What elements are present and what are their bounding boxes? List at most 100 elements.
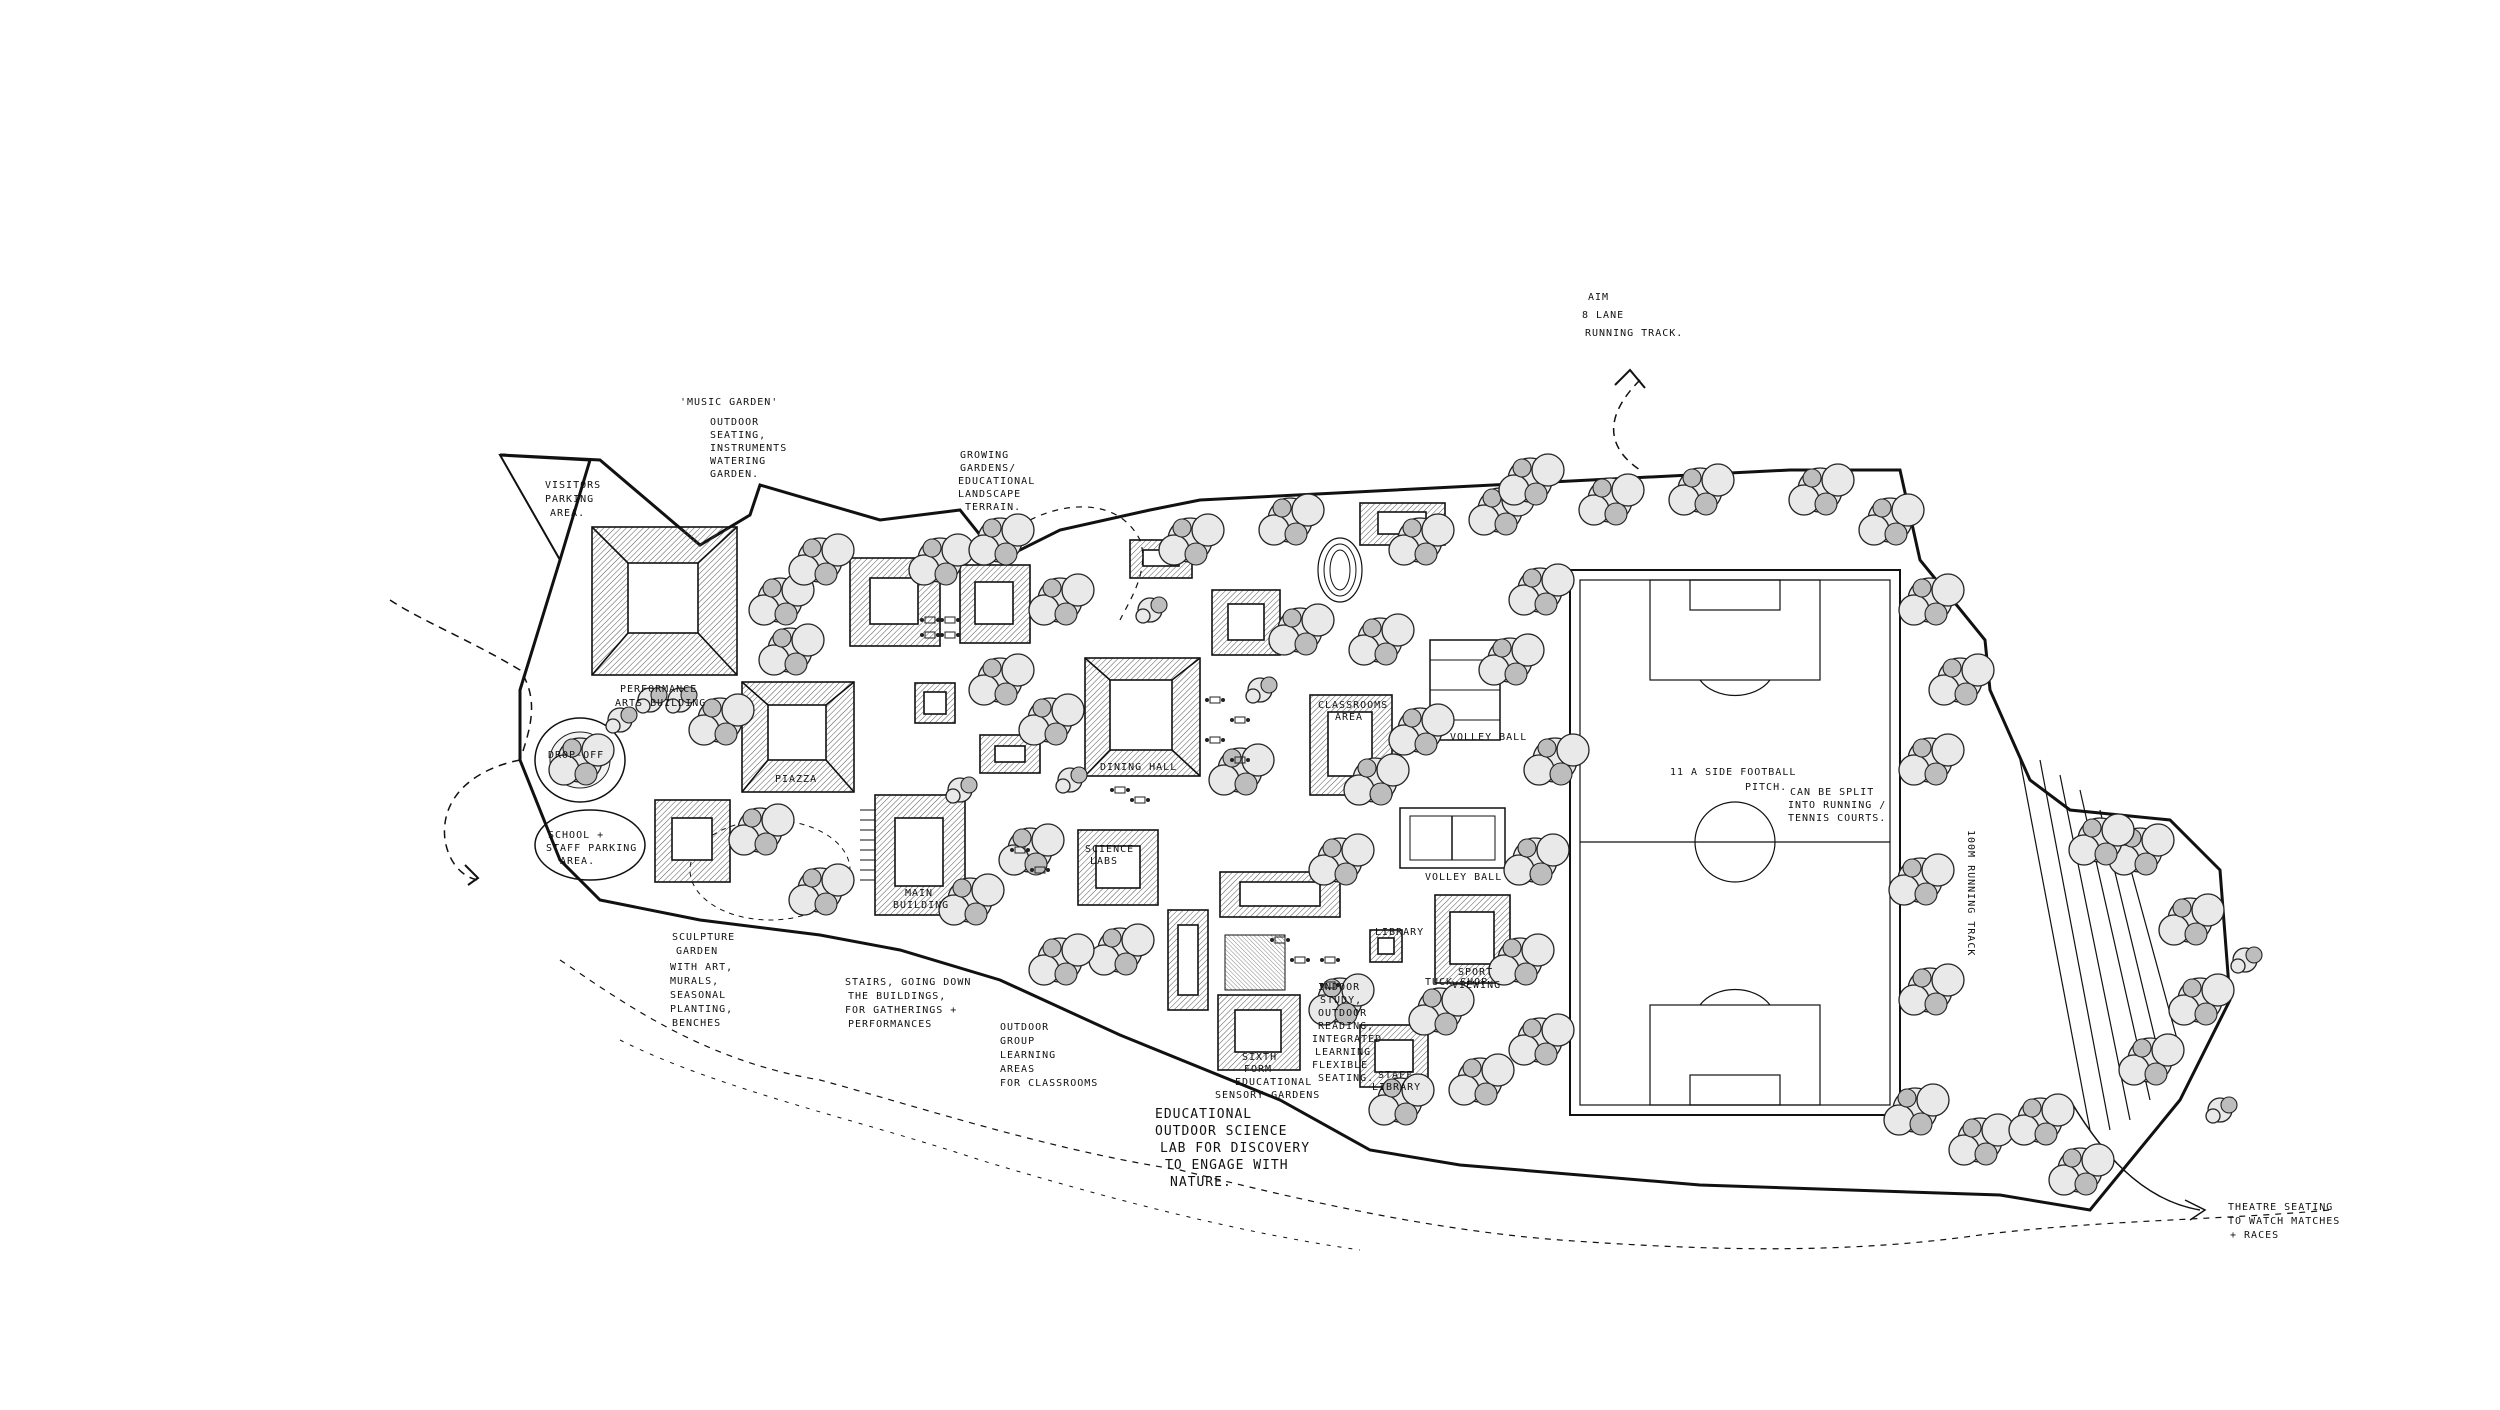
svg-text:8 LANE: 8 LANE xyxy=(1582,310,1624,321)
label-football: 11 A SIDE FOOTBALL PITCH. xyxy=(1670,767,1796,793)
svg-text:FORM: FORM xyxy=(1244,1064,1272,1075)
label-volley-ball-top: VOLLEY BALL xyxy=(1450,732,1527,743)
svg-text:AREA: AREA xyxy=(1335,712,1363,723)
building-sport-viewing xyxy=(1434,894,1511,984)
svg-text:+ RACES: + RACES xyxy=(2230,1230,2279,1241)
svg-text:STAFF PARKING: STAFF PARKING xyxy=(546,843,637,854)
label-aim-track: AIM 8 LANE RUNNING TRACK. xyxy=(1582,292,1683,339)
building-library xyxy=(1167,909,1209,1011)
drop-off-circle xyxy=(534,717,626,803)
svg-text:INDOOR: INDOOR xyxy=(1318,982,1360,993)
svg-text:EDUCATIONAL: EDUCATIONAL xyxy=(1235,1077,1312,1088)
svg-text:INTO RUNNING /: INTO RUNNING / xyxy=(1788,800,1886,811)
label-science-labs: SCIENCE LABS xyxy=(1085,844,1134,867)
svg-text:INSTRUMENTS: INSTRUMENTS xyxy=(710,443,787,454)
building-dining-hall xyxy=(1084,657,1201,777)
svg-text:SEASONAL: SEASONAL xyxy=(670,990,726,1001)
label-stairs-note: STAIRS, GOING DOWN THE BUILDINGS, FOR GA… xyxy=(845,977,971,1030)
svg-text:NATURE.: NATURE. xyxy=(1170,1175,1232,1190)
label-theatre-seating: THEATRE SEATING TO WATCH MATCHES + RACES xyxy=(2228,1202,2340,1241)
svg-text:TENNIS COURTS.: TENNIS COURTS. xyxy=(1788,813,1886,824)
svg-text:STUDY,: STUDY, xyxy=(1320,995,1362,1006)
label-staff-parking: SCHOOL + STAFF PARKING AREA. xyxy=(546,830,637,867)
svg-text:VIEWING: VIEWING xyxy=(1452,980,1501,991)
svg-text:FOR GATHERINGS +: FOR GATHERINGS + xyxy=(845,1005,957,1016)
performance-arts-building xyxy=(591,526,738,676)
svg-text:EDUCATIONAL: EDUCATIONAL xyxy=(1155,1107,1252,1122)
svg-text:STAIRS, GOING DOWN: STAIRS, GOING DOWN xyxy=(845,977,971,988)
building-growing-labs xyxy=(959,564,1031,644)
building-science-labs xyxy=(1077,829,1159,906)
svg-text:LEARNING: LEARNING xyxy=(1315,1047,1371,1058)
svg-text:GROUP: GROUP xyxy=(1000,1036,1035,1047)
football-pitch xyxy=(1569,569,1901,1116)
visitor-parking-area xyxy=(498,453,592,563)
svg-text:INTEGRATED: INTEGRATED xyxy=(1312,1034,1382,1045)
svg-text:THE BUILDINGS,: THE BUILDINGS, xyxy=(848,991,946,1002)
building-sixth-form xyxy=(1217,994,1301,1071)
svg-text:STAFF: STAFF xyxy=(1378,1070,1413,1081)
svg-text:PARKING: PARKING xyxy=(545,494,594,505)
staff-parking-circle xyxy=(534,809,646,881)
label-growing-gardens: GROWING GARDENS/ EDUCATIONAL LANDSCAPE T… xyxy=(958,450,1035,513)
label-piazza: PIAZZA xyxy=(775,774,817,785)
path-drop-off-loop xyxy=(443,759,521,881)
svg-text:SCIENCE: SCIENCE xyxy=(1085,844,1134,855)
label-main-building: MAIN BUILDING xyxy=(893,888,949,911)
svg-text:WATERING: WATERING xyxy=(710,456,766,467)
arrow-theatre xyxy=(2069,1099,2207,1221)
svg-text:GARDEN: GARDEN xyxy=(676,946,718,957)
building-central-lower xyxy=(1219,871,1341,918)
building-staff-block xyxy=(654,799,731,883)
amphitheatre xyxy=(1317,537,1363,603)
svg-text:SIXTH: SIXTH xyxy=(1242,1052,1277,1063)
svg-text:GARDEN.: GARDEN. xyxy=(710,469,759,480)
svg-text:LABS: LABS xyxy=(1090,856,1118,867)
label-performance-arts: PERFORMANCE ARTS BUILDING xyxy=(615,684,706,709)
svg-text:PERFORMANCES: PERFORMANCES xyxy=(848,1019,932,1030)
arrow-aim xyxy=(1614,368,1646,389)
label-outdoor-learning: OUTDOOR GROUP LEARNING AREAS FOR CLASSRO… xyxy=(1000,1022,1097,1089)
label-volley-ball: VOLLEY BALL xyxy=(1425,872,1502,883)
svg-text:MURALS,: MURALS, xyxy=(670,976,719,987)
label-educational-garden: EDUCATIONAL OUTDOOR SCIENCE LAB FOR DISC… xyxy=(1155,1107,1309,1190)
svg-text:ARTS BUILDING: ARTS BUILDING xyxy=(615,698,706,709)
svg-text:SCULPTURE: SCULPTURE xyxy=(672,932,735,943)
landscape-edge-dashed-2 xyxy=(619,1039,1361,1251)
svg-text:CLASSROOMS: CLASSROOMS xyxy=(1318,700,1388,711)
svg-text:THEATRE SEATING: THEATRE SEATING xyxy=(2228,1202,2333,1213)
label-visitor-parking: VISITORS PARKING AREA. xyxy=(545,480,601,519)
path-aim-track xyxy=(1613,379,1641,471)
label-sculpture-garden: SCULPTURE GARDEN WITH ART, MURALS, SEASO… xyxy=(670,932,735,1029)
svg-text:PERFORMANCE: PERFORMANCE xyxy=(620,684,697,695)
label-tuck-shop: TUCK SHOP xyxy=(1425,977,1488,988)
svg-text:TO WATCH MATCHES: TO WATCH MATCHES xyxy=(2228,1216,2340,1227)
svg-text:LIBRARY: LIBRARY xyxy=(1372,1082,1421,1093)
label-study-note: INDOOR STUDY, OUTDOOR READING, INTEGRATE… xyxy=(1312,982,1382,1084)
svg-text:BENCHES: BENCHES xyxy=(672,1018,721,1029)
svg-text:SPORT: SPORT xyxy=(1458,967,1493,978)
svg-text:SCHOOL +: SCHOOL + xyxy=(548,830,604,841)
volley-ball-court xyxy=(1399,807,1506,869)
svg-text:EDUCATIONAL: EDUCATIONAL xyxy=(958,476,1035,487)
svg-text:BUILDING: BUILDING xyxy=(893,900,949,911)
svg-text:'MUSIC GARDEN': 'MUSIC GARDEN' xyxy=(680,397,778,408)
svg-text:OUTDOOR SCIENCE: OUTDOOR SCIENCE xyxy=(1155,1124,1287,1139)
label-sixth-form: SIXTH FORM xyxy=(1242,1052,1277,1075)
path-left-dashed xyxy=(389,599,533,761)
svg-text:CAN BE SPLIT: CAN BE SPLIT xyxy=(1790,787,1874,798)
svg-text:LEARNING: LEARNING xyxy=(1000,1050,1056,1061)
svg-text:SENSORY GARDENS: SENSORY GARDENS xyxy=(1215,1090,1320,1101)
svg-text:OUTDOOR: OUTDOOR xyxy=(1318,1008,1367,1019)
svg-text:FLEXIBLE: FLEXIBLE xyxy=(1312,1060,1368,1071)
landscape-edge-dashed xyxy=(559,959,2331,1250)
svg-text:PITCH.: PITCH. xyxy=(1745,782,1787,793)
label-staff-library: STAFF LIBRARY xyxy=(1372,1070,1421,1093)
building-upper-right-mid xyxy=(1211,589,1281,656)
svg-text:VISITORS: VISITORS xyxy=(545,480,601,491)
svg-text:11 A SIDE FOOTBALL: 11 A SIDE FOOTBALL xyxy=(1670,767,1796,778)
label-dining-hall: DINING HALL xyxy=(1100,762,1177,773)
label-football-split: CAN BE SPLIT INTO RUNNING / TENNIS COURT… xyxy=(1788,787,1886,824)
svg-text:RUNNING TRACK.: RUNNING TRACK. xyxy=(1585,328,1683,339)
